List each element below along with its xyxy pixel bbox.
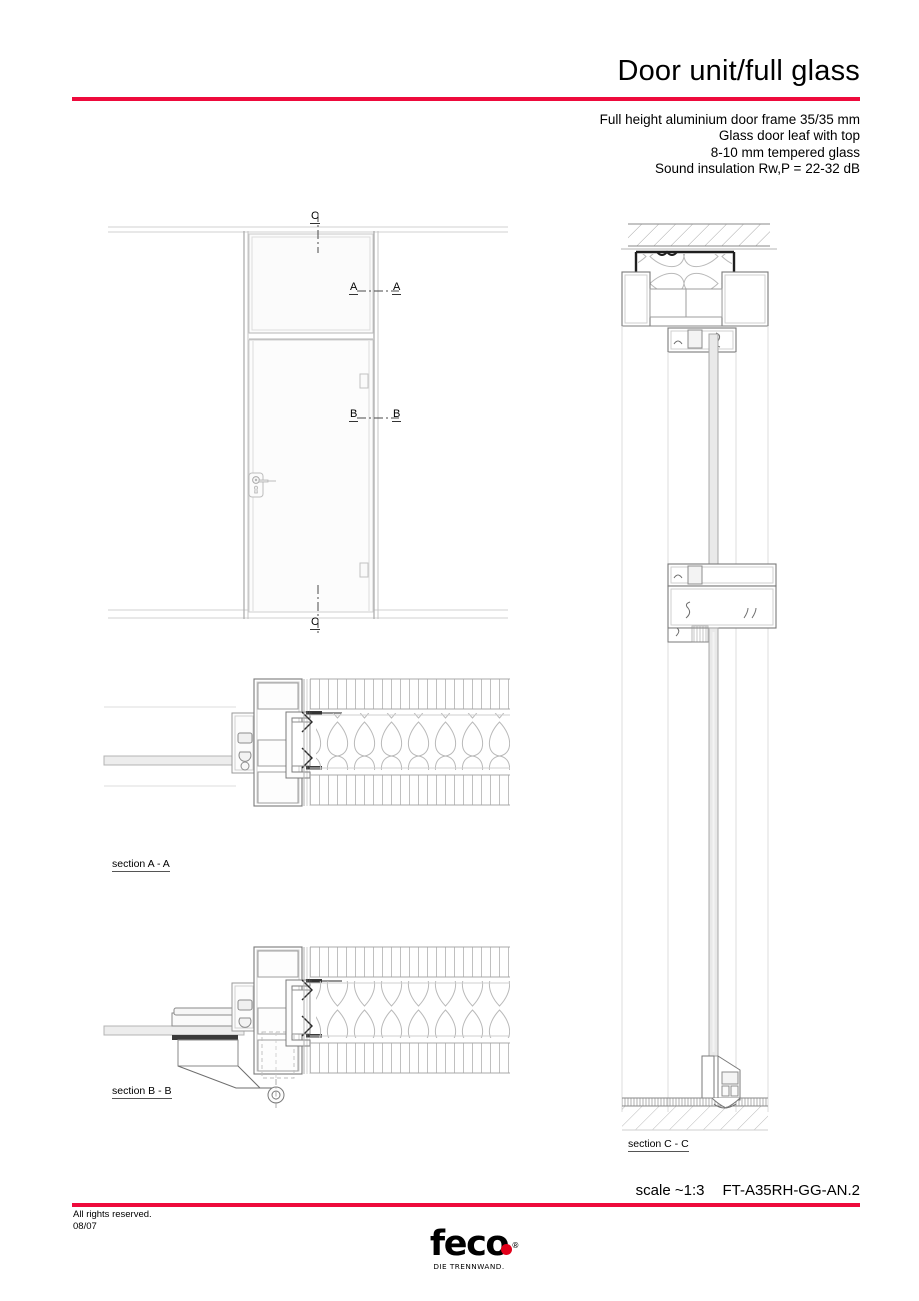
scale-and-drawing-number: scale ~1:3 FT-A35RH-GG-AN.2: [636, 1182, 860, 1199]
logo-tagline: DIE TRENNWAND.: [433, 1262, 505, 1271]
drawing-number: FT-A35RH-GG-AN.2: [722, 1182, 860, 1199]
marker-c-top: C: [310, 210, 320, 224]
registered-trademark-icon: ®: [511, 1241, 519, 1250]
subtitle-line-4: Sound insulation Rw,P = 22-32 dB: [654, 161, 860, 177]
section-b-b-drawing: [103, 946, 510, 1110]
marker-b-right: B: [392, 408, 402, 422]
section-c-c-drawing: [621, 223, 777, 1131]
scale-label: scale ~1:3: [635, 1182, 705, 1199]
marker-a-left: A: [349, 281, 359, 295]
marker-b-left: B: [349, 408, 359, 422]
feco-logo: feco ® DIE TRENNWAND.: [421, 1227, 519, 1272]
section-c-caption: section C - C: [628, 1138, 689, 1152]
logo-word-text: feco: [429, 1224, 510, 1264]
subtitle-line-2: Glass door leaf with top: [718, 128, 860, 144]
page-title: Door unit/full glass: [617, 55, 860, 87]
logo-red-dot-icon: [501, 1244, 512, 1255]
header-accent-rule: [72, 97, 860, 101]
date-code: 08/07: [73, 1221, 97, 1232]
marker-c-bottom: C: [310, 616, 320, 630]
footer-accent-rule: [72, 1203, 860, 1207]
rights-block: All rights reserved. 08/07: [73, 1209, 152, 1233]
section-b-caption: section B - B: [112, 1085, 172, 1099]
section-a-caption: section A - A: [112, 858, 170, 872]
section-a-a-drawing: [103, 678, 510, 807]
elevation-view: [108, 213, 508, 634]
header-subtitle: Full height aluminium door frame 35/35 m…: [260, 112, 860, 178]
rights-text: All rights reserved.: [73, 1209, 152, 1220]
subtitle-line-3: 8-10 mm tempered glass: [710, 144, 860, 160]
door-handle: [248, 472, 276, 498]
subtitle-line-1: Full height aluminium door frame 35/35 m…: [599, 112, 860, 127]
logo-wordmark: feco ®: [421, 1227, 519, 1262]
marker-a-right: A: [392, 281, 402, 295]
